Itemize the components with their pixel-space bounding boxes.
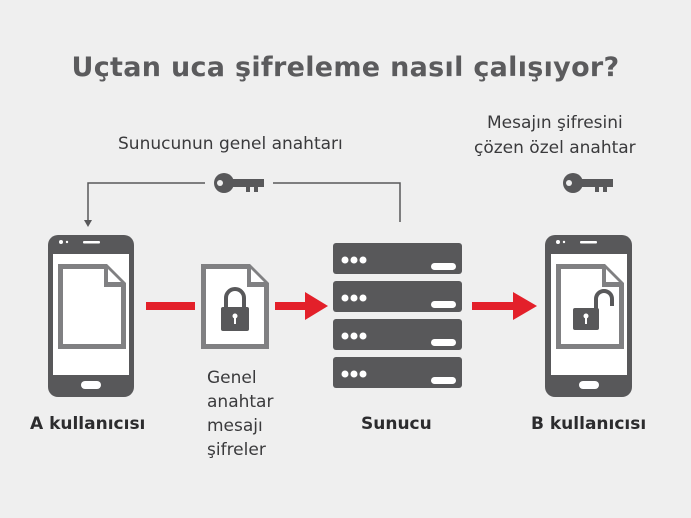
public-key-icon — [214, 173, 264, 193]
connector-arrowhead — [84, 220, 92, 227]
encrypt-label-line4: şifreler — [207, 440, 266, 460]
phone-b-icon — [545, 235, 632, 397]
private-key-icon — [563, 173, 613, 193]
unlocked-lock-icon — [594, 289, 614, 309]
phone-a-icon — [48, 235, 134, 397]
server-icon — [333, 243, 462, 388]
arrow-to-server — [275, 292, 328, 320]
encrypt-label-line3: mesajı — [207, 416, 263, 436]
locked-file-icon — [201, 264, 269, 349]
encrypt-label-line1: Genel — [207, 368, 257, 388]
arrow-line — [146, 302, 195, 310]
lock-icon — [224, 287, 246, 308]
server-label: Sunucu — [361, 414, 432, 434]
user-b-label: B kullanıcısı — [531, 414, 647, 434]
arrow-to-user-b — [472, 292, 537, 320]
private-key-label-line1: Mesajın şifresini — [487, 113, 623, 133]
user-a-label: A kullanıcısı — [30, 414, 146, 434]
encrypt-label: Genel anahtar mesajı şifreler — [207, 366, 273, 462]
encrypt-label-line2: anahtar — [207, 392, 274, 412]
public-key-connector — [87, 182, 401, 222]
private-key-label-line2: çözen özel anahtar — [474, 138, 636, 158]
page-title: Uçtan uca şifreleme nasıl çalışıyor? — [71, 52, 620, 83]
public-key-label: Sunucunun genel anahtarı — [118, 134, 343, 154]
